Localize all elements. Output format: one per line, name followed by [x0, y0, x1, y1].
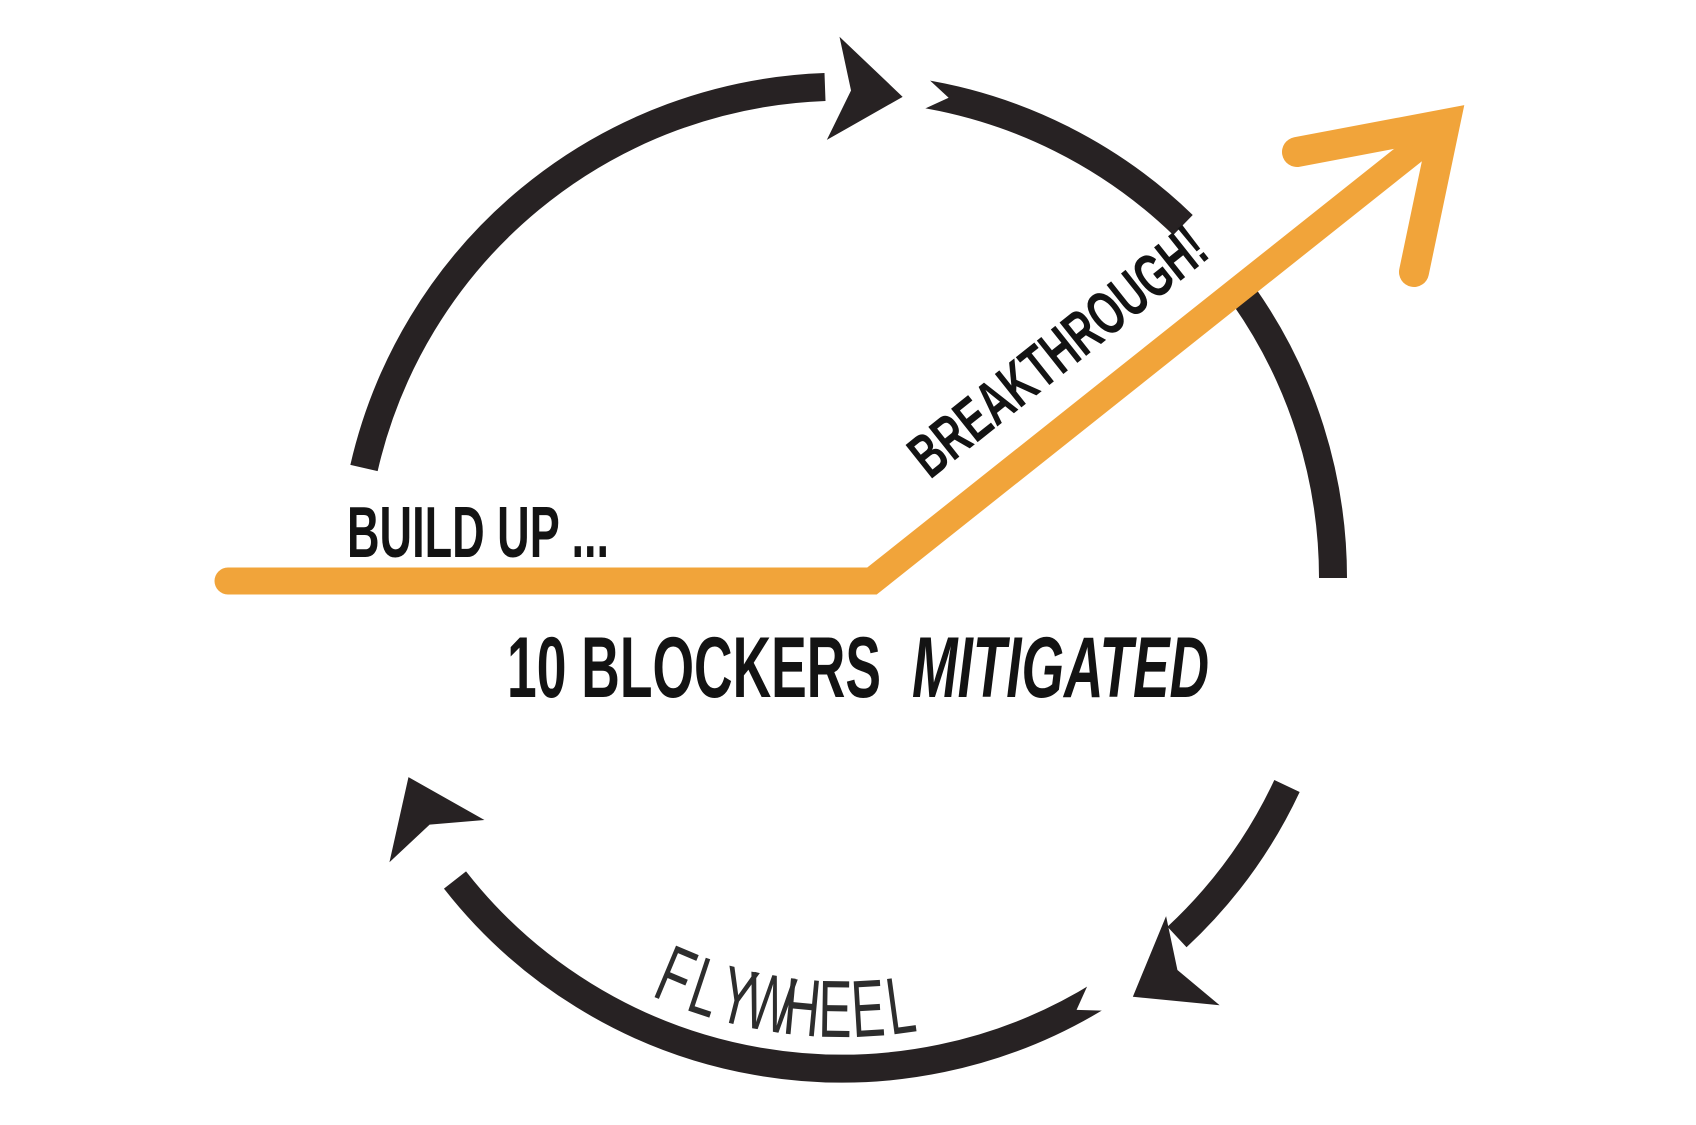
center-caption-prefix: 10 BLOCKERS	[507, 620, 881, 716]
growth-line	[214, 122, 1446, 595]
flywheel-letter: E	[849, 963, 888, 1055]
wheel-arc-upper-right	[916, 79, 1193, 236]
growth-arrowhead-icon	[1282, 105, 1465, 287]
wheel-arc-bottom	[443, 871, 1110, 1083]
wheel-arrowhead-bottom-right-icon	[1106, 916, 1220, 1042]
center-caption-emphasis: MITIGATED	[912, 620, 1209, 716]
wheel-arrowhead-bottom-left-icon	[360, 755, 485, 863]
wheel-arc-lower-right	[1167, 780, 1300, 948]
wheel-arrowhead-top-icon	[826, 36, 909, 149]
wheel-arc-top-left	[350, 73, 826, 472]
flywheel-letter: L	[881, 959, 921, 1052]
flywheel-letter: E	[818, 965, 853, 1056]
build-up-label: BUILD UP ...	[347, 493, 609, 573]
flywheel-letter: H	[780, 962, 824, 1055]
wheel-arc-right	[1232, 287, 1347, 579]
